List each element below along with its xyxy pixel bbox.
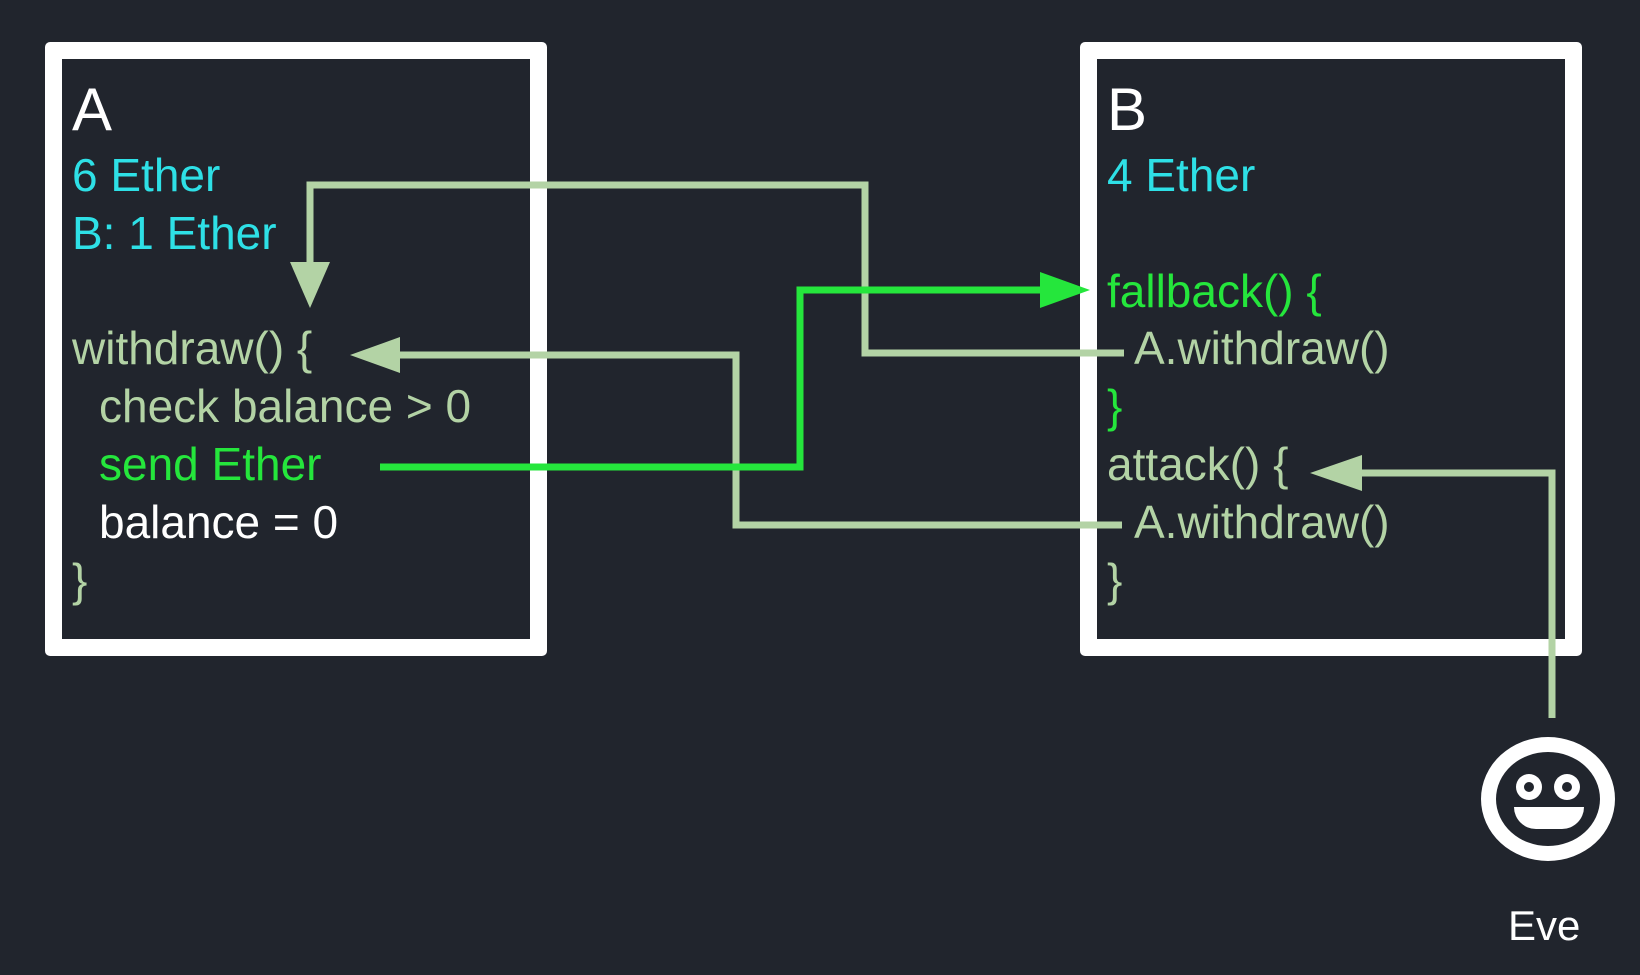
- attack-function-close: }: [1107, 554, 1123, 606]
- attack-withdraw-call: A.withdraw(): [1134, 496, 1390, 548]
- left-eye: [1516, 774, 1542, 800]
- fallback-function-close: }: [1107, 380, 1123, 432]
- contract-b-box: [1080, 42, 1582, 656]
- contract-b-title: B: [1107, 76, 1148, 143]
- attack-call-arrow: [395, 351, 1122, 529]
- reentry-call-arrow: [306, 181, 1124, 357]
- check-balance-line: check balance > 0: [99, 380, 472, 432]
- eve-attack-arrow: [1358, 469, 1556, 718]
- contract-a-mapping-entry: B: 1 Ether: [72, 207, 277, 259]
- contract-b-balance: 4 Ether: [1107, 149, 1256, 201]
- mouth: [1514, 807, 1584, 829]
- attack-function-open: attack() {: [1107, 438, 1289, 490]
- send-ether-arrow: [380, 286, 1048, 471]
- contract-a-balance: 6 Ether: [72, 149, 221, 201]
- reentry-arrowhead: [290, 262, 330, 308]
- smiley-face-icon: [1481, 737, 1615, 861]
- send-ether-arrowhead: [1040, 272, 1090, 308]
- fallback-function-open: fallback() {: [1107, 265, 1322, 317]
- withdraw-function-open: withdraw() {: [72, 322, 313, 374]
- eve-attack-arrowhead: [1310, 455, 1362, 491]
- right-eye: [1554, 774, 1580, 800]
- eve-label: Eve: [1508, 902, 1581, 949]
- contract-a-title: A: [72, 76, 113, 143]
- send-ether-line: send Ether: [99, 438, 322, 490]
- attack-call-arrowhead: [350, 337, 400, 373]
- fallback-withdraw-call: A.withdraw(): [1134, 322, 1390, 374]
- balance-reset-line: balance = 0: [99, 496, 339, 548]
- withdraw-function-close: }: [72, 554, 88, 606]
- contract-a-box: [45, 42, 547, 656]
